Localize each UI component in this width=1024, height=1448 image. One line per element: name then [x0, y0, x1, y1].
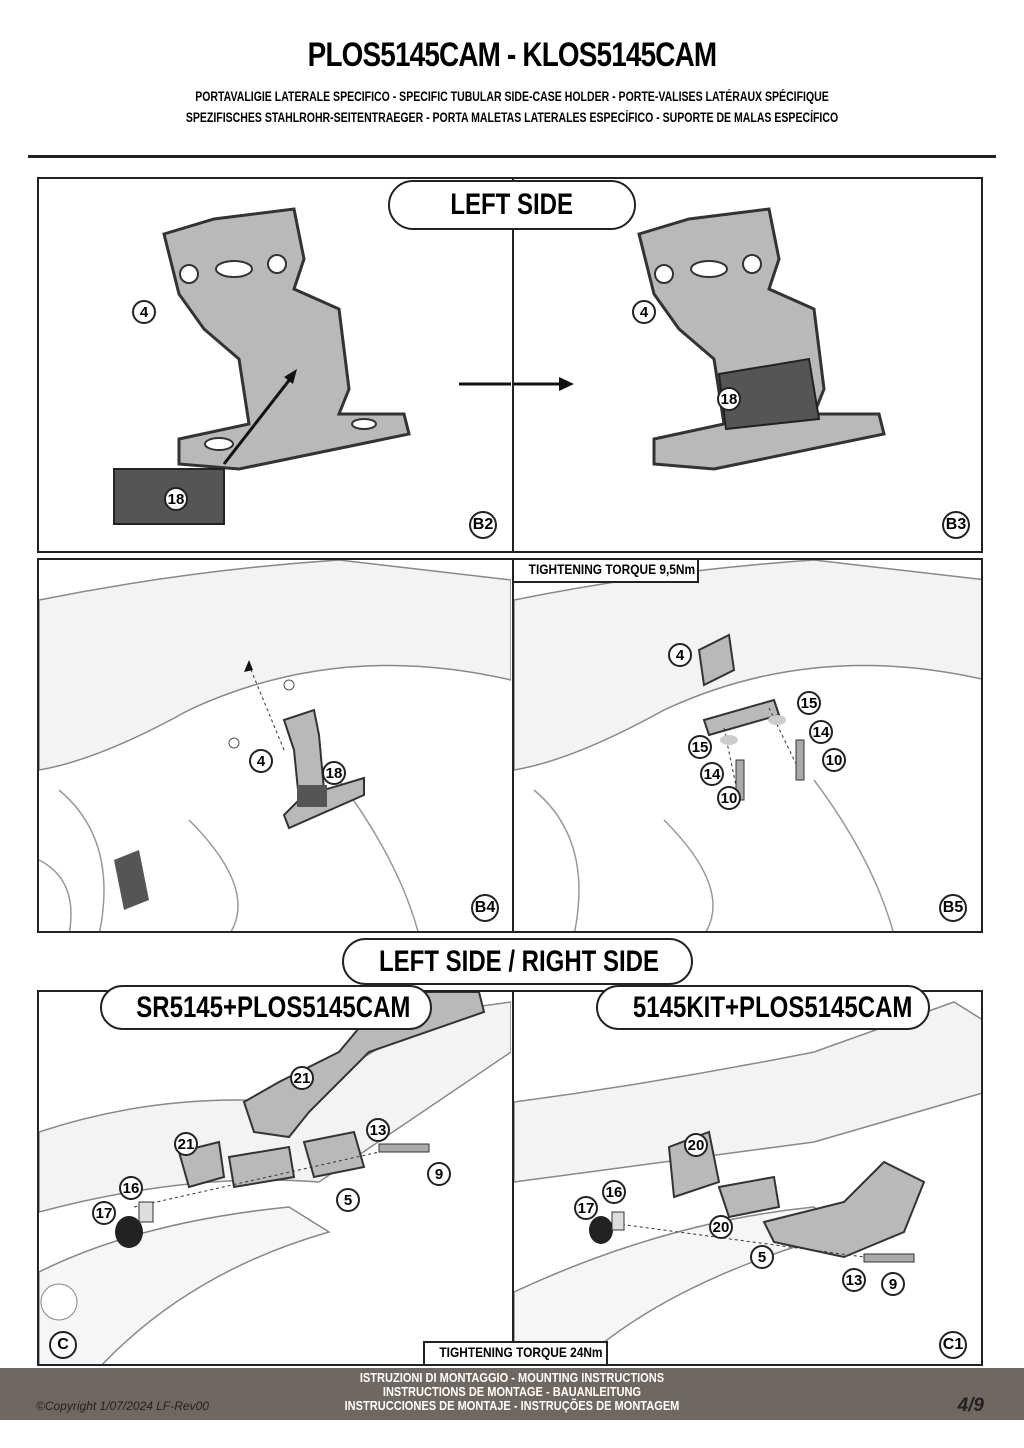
callout-number: 9: [889, 1276, 897, 1293]
step-b3-illustration: 4 18 B3: [512, 179, 981, 551]
panel-c-c1: 21 21 13 9 16 17 5 C TIGHTENING TORQUE 2…: [37, 990, 983, 1366]
callout-number: 18: [326, 765, 343, 782]
kit-label-5145kit: 5145KIT+PLOS5145CAM: [596, 985, 930, 1030]
callout-number: 21: [294, 1070, 311, 1087]
rack-mount-illustration: 21 21 13 9 16 17 5: [39, 992, 511, 1364]
copyright: ©Copyright 1/07/2024 LF-Rev00: [36, 1399, 209, 1413]
callout-number: 10: [826, 752, 843, 769]
footer-bar: ISTRUZIONI DI MONTAGGIO - MOUNTING INSTR…: [0, 1368, 1024, 1420]
callout-number: 18: [168, 491, 185, 508]
callout-number: 16: [123, 1180, 140, 1197]
callout-number: 21: [178, 1136, 195, 1153]
step-label-b5: B5: [939, 894, 967, 922]
callout-number: 15: [692, 739, 709, 756]
callout-number: 14: [704, 766, 721, 783]
callout-number: 20: [688, 1137, 705, 1154]
step-b2-illustration: 4 18 B2: [39, 179, 511, 551]
footer-line-1: ISTRUZIONI DI MONTAGGIO - MOUNTING INSTR…: [359, 1370, 665, 1385]
section-left-side: LEFT SIDE: [388, 180, 636, 230]
torque-label-b5: TIGHTENING TORQUE 9,5Nm: [514, 560, 699, 583]
step-label-c: C: [49, 1331, 77, 1359]
subtitle-line-2: SPEZIFISCHES STAHLROHR-SEITENTRAEGER - P…: [185, 110, 839, 125]
torque-label-c: TIGHTENING TORQUE 24Nm: [423, 1341, 608, 1364]
callout-number: 4: [676, 647, 685, 664]
callout-number: 4: [140, 304, 149, 321]
panel-b2-b3: 4 18 B2 4 18 B3: [37, 177, 983, 553]
footer-line-2: INSTRUCTIONS DE MONTAGE - BAUANLEITUNG: [382, 1384, 642, 1399]
step-label-b4: B4: [471, 894, 499, 922]
frame-illustration: 4 18: [39, 560, 511, 931]
callout-number: 14: [813, 724, 830, 741]
panel-b4-b5: 4 18 B4 TIGHTENING TORQUE 9,5Nm 4 15 15 …: [37, 558, 983, 933]
callout-number: 17: [96, 1205, 113, 1222]
frame-bolts-illustration: 4 15 15 14 14 10 10: [514, 560, 981, 931]
page-title: PLOS5145CAM - KLOS5145CAM: [307, 36, 717, 74]
callout-number: 4: [257, 753, 266, 770]
callout-number: 13: [370, 1122, 387, 1139]
kit-label-sr5145: SR5145+PLOS5145CAM: [100, 985, 432, 1030]
callout-number: 16: [606, 1184, 623, 1201]
callout-number: 9: [435, 1166, 443, 1183]
callout-number: 15: [801, 695, 818, 712]
step-b4-illustration: 4 18 B4: [39, 560, 511, 931]
step-c1-illustration: 20 16 17 20 5 13 9 C1: [512, 992, 981, 1364]
callout-number: 10: [721, 790, 738, 807]
section-left-right-side: LEFT SIDE / RIGHT SIDE: [342, 938, 693, 985]
header-divider: [28, 155, 996, 158]
subtitle-line-1: PORTAVALIGIE LATERALE SPECIFICO - SPECIF…: [195, 89, 829, 104]
step-label-b2: B2: [469, 511, 497, 539]
step-label-c1: C1: [939, 1331, 967, 1359]
callout-number: 18: [721, 391, 738, 408]
step-b5-illustration: TIGHTENING TORQUE 9,5Nm 4 15 15 14 14 10…: [512, 560, 981, 931]
page-number: 4/9: [957, 1395, 984, 1416]
callout-number: 5: [344, 1192, 352, 1209]
step-c-illustration: 21 21 13 9 16 17 5 C TIGHTENING TORQUE 2…: [39, 992, 608, 1364]
callout-number: 17: [578, 1200, 595, 1217]
callout-number: 13: [846, 1272, 863, 1289]
callout-number: 5: [758, 1249, 766, 1266]
kit-mount-illustration: 20 16 17 20 5 13 9: [514, 1001, 981, 1364]
footer-line-3: INSTRUCCIONES DE MONTAJE - INSTRUÇÕES DE…: [344, 1398, 680, 1413]
callout-number: 4: [640, 304, 649, 321]
bracket-illustration: 4 18: [113, 207, 511, 525]
step-label-b3: B3: [942, 511, 970, 539]
bracket-with-pad-illustration: 4 18: [514, 207, 886, 471]
callout-number: 20: [713, 1219, 730, 1236]
